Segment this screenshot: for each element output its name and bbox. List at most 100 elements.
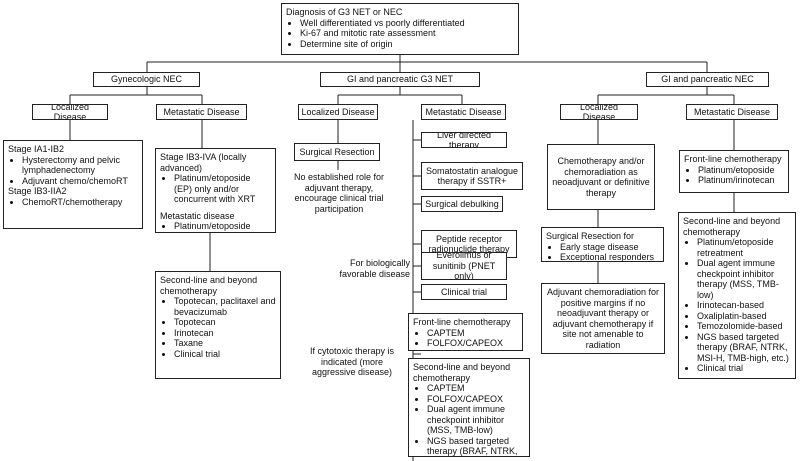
nec-adjuvant-box: Adjuvant chemoradiation for positive mar… [541, 283, 665, 354]
gyn-stage1-bullets: Hysterectomy and pelvic lymphadenectomyA… [8, 155, 138, 187]
nec-localized-title: Localized Disease [579, 104, 619, 120]
net-frontline-title: Front-line chemotherapy [413, 317, 511, 327]
diagnosis-title: Diagnosis of G3 NET or NEC [286, 7, 403, 17]
gyn-localized-title: Localized Disease [50, 104, 90, 120]
nec-resection-box: Surgical Resection for Early stage disea… [541, 227, 664, 262]
nec-adjuvant-text: Adjuvant chemoradiation for positive mar… [546, 287, 660, 350]
gyn-metastatic-disease-title: Metastatic disease [160, 210, 235, 221]
diagnosis-box: Diagnosis of G3 NET or NEC Well differen… [281, 3, 519, 55]
net-metastatic-box: Metastatic Disease [421, 104, 506, 120]
net-frontline-box: Front-line chemotherapy CAPTEMFOLFOX/CAP… [408, 313, 523, 351]
nec-frontline-bullets: Platinum/etoposidePlatinum/irinotecan [684, 165, 784, 186]
bullet-item: Early stage disease [560, 242, 659, 253]
net-option-2-text: Somatostatin analogue therapy if SSTR+ [425, 165, 519, 187]
nec-frontline-title: Front-line chemotherapy [684, 154, 782, 164]
gyn-stage-la-bullets: Platinum/etoposide (EP) only and/or conc… [160, 173, 271, 205]
bullet-item: Ki-67 and mitotic rate assessment [300, 28, 514, 39]
net-option-5-text: Everolimus or sunitinib (PNET only) [432, 252, 496, 280]
bullet-item: Topotecan, paclitaxel and bevacizumab [174, 296, 276, 317]
bullet-item: Clinical trial [697, 363, 791, 374]
nec-second-line-bullets: Platinum/etoposide retreatmentDual agent… [683, 237, 791, 374]
bullet-item: Well differentiated vs poorly differenti… [300, 18, 514, 29]
bullet-item: Platinum/etoposide (EP) only and/or conc… [174, 173, 271, 205]
net-option-6-text: Clinical trial [440, 286, 487, 297]
bullet-item: Adjuvant chemo/chemoRT [22, 176, 138, 187]
net-option-1-text: Liver directed therapy [436, 132, 492, 148]
bullet-item: Clinical trial [174, 349, 276, 360]
net-no-role-text: No established role for adjuvant therapy… [293, 172, 385, 214]
gyn-second-line-box: Second-line and beyond chemotherapy Topo… [155, 271, 281, 379]
nec-metastatic-title: Metastatic Disease [693, 106, 771, 117]
gyn-stage2-bullets: ChemoRT/chemotherapy [8, 197, 138, 208]
nec-second-line-box: Second-line and beyond chemotherapy Plat… [678, 212, 796, 379]
gyn-metastatic-box: Metastatic Disease [156, 104, 247, 120]
bullet-item: Dual agent immune checkpoint inhibitor (… [427, 404, 525, 436]
bullet-item: FOLFOX/CAPEOX [427, 394, 525, 405]
gyn-metastatic-detail: Stage IB3-IVA (locally advanced) Platinu… [155, 148, 276, 233]
gyn-metastatic-title: Metastatic Disease [163, 106, 240, 117]
connector-root [146, 55, 708, 72]
gyn-nec-box: Gynecologic NEC [93, 72, 200, 87]
gi-nec-title: GI and pancreatic NEC [661, 74, 754, 85]
nec-resection-bullets: Early stage diseaseExceptional responder… [546, 242, 659, 262]
net-second-line-box: Second-line and beyond chemotherapy CAPT… [408, 358, 530, 457]
net-resection-box: Surgical Resection [294, 143, 380, 161]
bullet-item: Exceptional responders [560, 252, 659, 261]
bullet-item: Platinum/etoposide [698, 165, 784, 176]
net-option-1: Liver directed therapy [421, 132, 507, 148]
net-localized-box: Localized Disease [298, 104, 378, 120]
gyn-second-line-bullets: Topotecan, paclitaxel and bevacizumabTop… [160, 296, 276, 359]
bullet-item: CAPTEM [427, 328, 518, 339]
connector-gyn [69, 87, 211, 271]
nec-chemo-text: Chemotherapy and/or chemoradiation as ne… [552, 156, 650, 198]
gyn-nec-title: Gynecologic NEC [110, 74, 183, 85]
connector-net [337, 87, 463, 170]
bullet-item: Topotecan [174, 317, 276, 328]
gyn-stage1-title: Stage IA1-IB2 [8, 144, 65, 154]
bullet-item: Taxane [174, 338, 276, 349]
diagnosis-bullets: Well differentiated vs poorly differenti… [286, 18, 514, 50]
bullet-item: Irinotecan-based [697, 300, 791, 311]
gyn-stage-la-title: Stage IB3-IVA (locally advanced) [160, 152, 247, 173]
gyn-localized-detail: Stage IA1-IB2 Hysterectomy and pelvic ly… [3, 140, 143, 229]
net-localized-title: Localized Disease [301, 106, 375, 117]
net-cytotoxic-note: If cytotoxic therapy is indicated (more … [309, 346, 395, 377]
nec-chemo-box: Chemotherapy and/or chemoradiation as ne… [547, 144, 655, 210]
bullet-item: Platinum/etoposide retreatment [697, 237, 791, 258]
net-option-2: Somatostatin analogue therapy if SSTR+ [421, 162, 523, 190]
net-option-4-text: Peptide receptor radionuclide therapy [428, 233, 510, 255]
bullet-item: Irinotecan [174, 328, 276, 339]
nec-second-line-title: Second-line and beyond chemotherapy [683, 216, 781, 237]
bullet-item: Hysterectomy and pelvic lymphadenectomy [22, 155, 138, 176]
bullet-item: Determine site of origin [300, 39, 514, 50]
nec-frontline-box: Front-line chemotherapy Platinum/etoposi… [679, 150, 789, 193]
bullet-item: CAPTEM [427, 383, 525, 394]
net-favorable-note: For biologically favorable disease [339, 258, 410, 279]
bullet-item: Platinum/etoposide [174, 221, 271, 232]
bullet-item: NGS based targeted therapy (BRAF, NTRK, … [427, 436, 525, 457]
net-second-line-bullets: CAPTEMFOLFOX/CAPEOXDual agent immune che… [413, 383, 525, 457]
net-option-6: Clinical trial [421, 284, 507, 300]
net-frontline-bullets: CAPTEMFOLFOX/CAPEOX [413, 328, 518, 349]
net-option-5: Everolimus or sunitinib (PNET only) [421, 252, 507, 280]
gyn-localized-box: Localized Disease [32, 104, 108, 120]
gi-net-box: GI and pancreatic G3 NET [320, 72, 480, 87]
net-option-3: Surgical debulking [421, 196, 503, 212]
bullet-item: Platinum/irinotecan [698, 175, 784, 186]
bullet-item: FOLFOX/CAPEOX [427, 338, 518, 349]
nec-resection-title: Surgical Resection for [546, 231, 635, 241]
net-second-line-title: Second-line and beyond chemotherapy [413, 362, 511, 383]
bullet-item: Temozolomide-based [697, 321, 791, 332]
nec-localized-box: Localized Disease [560, 104, 638, 120]
nec-metastatic-box: Metastatic Disease [686, 104, 778, 120]
connector-nec [597, 87, 735, 283]
bullet-item: ChemoRT/chemotherapy [22, 197, 138, 208]
bullet-item: Oxaliplatin-based [697, 311, 791, 322]
gyn-metastatic-disease-bullets: Platinum/etoposide [160, 221, 271, 232]
gyn-stage2-title: Stage IB3-IIA2 [8, 186, 67, 196]
gyn-second-line-title: Second-line and beyond chemotherapy [160, 275, 258, 296]
net-resection-title: Surgical Resection [299, 146, 375, 157]
net-metastatic-title: Metastatic Disease [425, 106, 502, 117]
